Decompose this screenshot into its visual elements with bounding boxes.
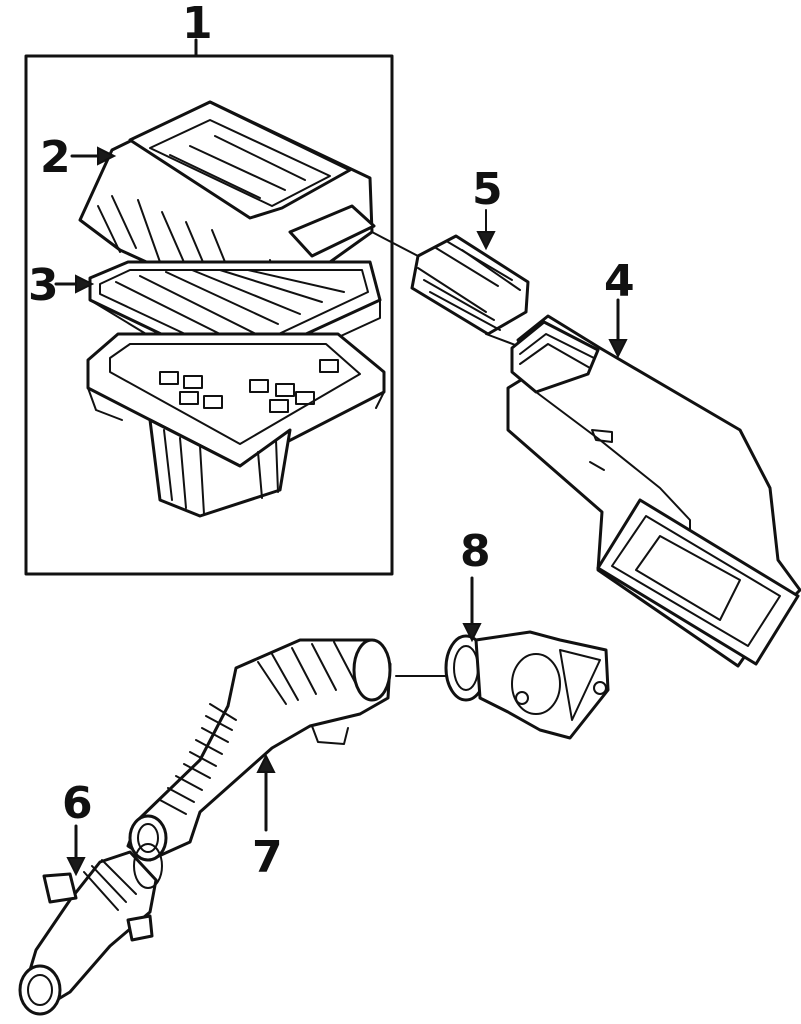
- callout-5: 5: [472, 164, 503, 215]
- callout-1: 1: [182, 0, 213, 49]
- callout-2: 2: [40, 132, 71, 183]
- leader-5-to-4: [485, 333, 519, 347]
- part-6-outlet-tube[interactable]: [18, 824, 163, 1016]
- part-8-adapter[interactable]: [395, 576, 610, 740]
- part-7-intake-hose[interactable]: [126, 638, 392, 862]
- callout-arrow-3: [54, 274, 95, 294]
- lower-housing-ribs: [159, 359, 339, 413]
- part-2-upper-housing[interactable]: [78, 100, 419, 306]
- part-5-coupler[interactable]: [410, 209, 530, 347]
- callout-3: 3: [28, 260, 59, 311]
- air-cleaner-assembly-group: [24, 38, 394, 576]
- callout-4: 4: [604, 256, 635, 307]
- callout-8: 8: [460, 526, 491, 577]
- lower-housing[interactable]: [86, 332, 386, 518]
- assembly-frame: [24, 54, 394, 576]
- leader-2-to-5: [371, 231, 419, 257]
- callout-arrow-5: [476, 231, 496, 251]
- callout-6: 6: [62, 778, 93, 829]
- callout-arrow-2: [70, 146, 117, 166]
- part-4-intake-duct[interactable]: [506, 298, 801, 668]
- callout-7: 7: [252, 832, 283, 883]
